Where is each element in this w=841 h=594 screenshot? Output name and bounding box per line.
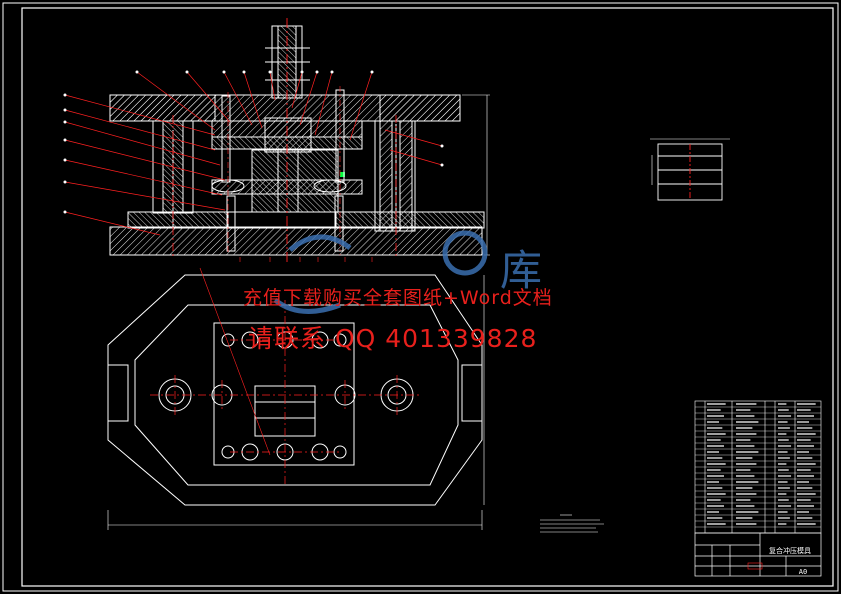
lower-base-inner <box>134 304 459 486</box>
lower-die-plate <box>109 226 483 256</box>
section-view <box>63 18 490 262</box>
convex-concave-die <box>251 149 339 213</box>
title-block-title: 复合冲压模具 <box>769 546 811 555</box>
bolt-left <box>221 95 231 183</box>
title-block-stamp <box>747 562 763 570</box>
inner-border <box>21 7 834 587</box>
sheet-size: A0 <box>799 568 807 576</box>
watermark-logo-glyph: 库 <box>500 246 542 295</box>
part-detail-view <box>650 138 730 201</box>
watermark-line-2: 请联系 QQ 401339828 <box>248 324 538 353</box>
technical-notes <box>540 514 604 533</box>
plan-view <box>107 267 485 530</box>
parts-list-rows <box>695 403 821 528</box>
die-block <box>213 322 355 466</box>
watermark-logo: 库 <box>273 230 542 314</box>
spring-marker <box>340 172 345 177</box>
watermark-line-1: 充值下载购买全套图纸+Word文档 <box>243 287 553 309</box>
